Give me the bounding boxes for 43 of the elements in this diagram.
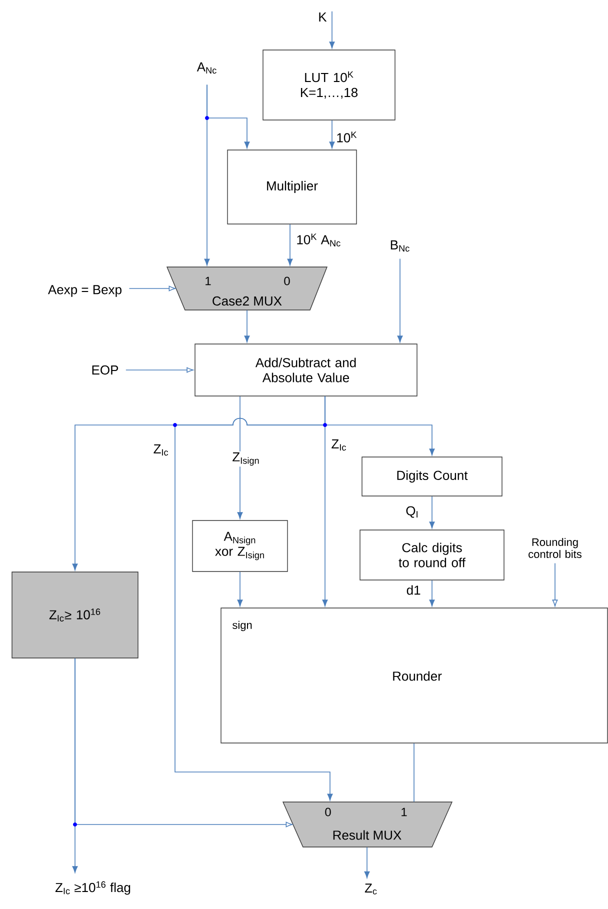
signal-label: Aexp = Bexp (48, 285, 122, 297)
process-box: Add/Subtract and Absolute Value (194, 344, 418, 396)
signal-label: Rounding control bits (528, 538, 582, 558)
lookup-table-box: LUT 10$^{K}$ K=1,…,18 (262, 50, 396, 120)
arrow (128, 286, 176, 292)
port-label: sign (232, 620, 252, 632)
arrow (324, 396, 435, 456)
arrow (204, 84, 210, 266)
arrow (552, 562, 558, 606)
arrow (329, 120, 335, 148)
edge-label: Z$_{Ic}$ (152, 443, 170, 457)
output-label: Z$_{c}$ (364, 884, 377, 894)
arrow (429, 496, 435, 528)
input-label: 0 (284, 276, 290, 286)
arrow (329, 10, 335, 48)
edge-label: 10$^{K}$ A$_{Nc}$ (295, 232, 342, 248)
signal-label: K (319, 12, 327, 22)
arrow (237, 396, 243, 519)
edge-label: d1 (405, 584, 422, 596)
arrow (237, 571, 243, 606)
edge-label: Z$_{Isign}$ (231, 451, 261, 467)
signal-label: EOP (92, 365, 118, 375)
comparator-box: Z$_{Ic}$≥ 10$^{16}$ (12, 572, 138, 658)
arrow (364, 846, 370, 878)
input-label: 1 (206, 276, 211, 286)
output-label: Z$_{Ic}$ ≥10$^{16}$ flag (55, 881, 130, 895)
input-label: 0 (325, 808, 331, 816)
arrow (74, 658, 293, 828)
process-box: Calc digits to round off (360, 530, 504, 580)
arrow (397, 258, 403, 342)
edge-label: Z$_{Ic}$ (330, 438, 348, 452)
process-box: Digits Count (362, 456, 502, 496)
input-label: 1 (402, 808, 407, 816)
arrow (244, 310, 250, 342)
edge-label: 10$^{K}$ (335, 130, 358, 144)
edge-label: Q$_{I}$ (404, 505, 420, 519)
process-box: A$_{Nsign}$ xor Z$_{Isign}$ (192, 520, 288, 572)
multiplier-box: Multiplier (227, 150, 357, 224)
arrow (126, 367, 194, 373)
arrow (429, 580, 435, 606)
signal-label: B$_{Nc}$ (390, 240, 410, 252)
arrow (287, 224, 293, 266)
signal-label: A$_{Nc}$ (196, 62, 216, 74)
